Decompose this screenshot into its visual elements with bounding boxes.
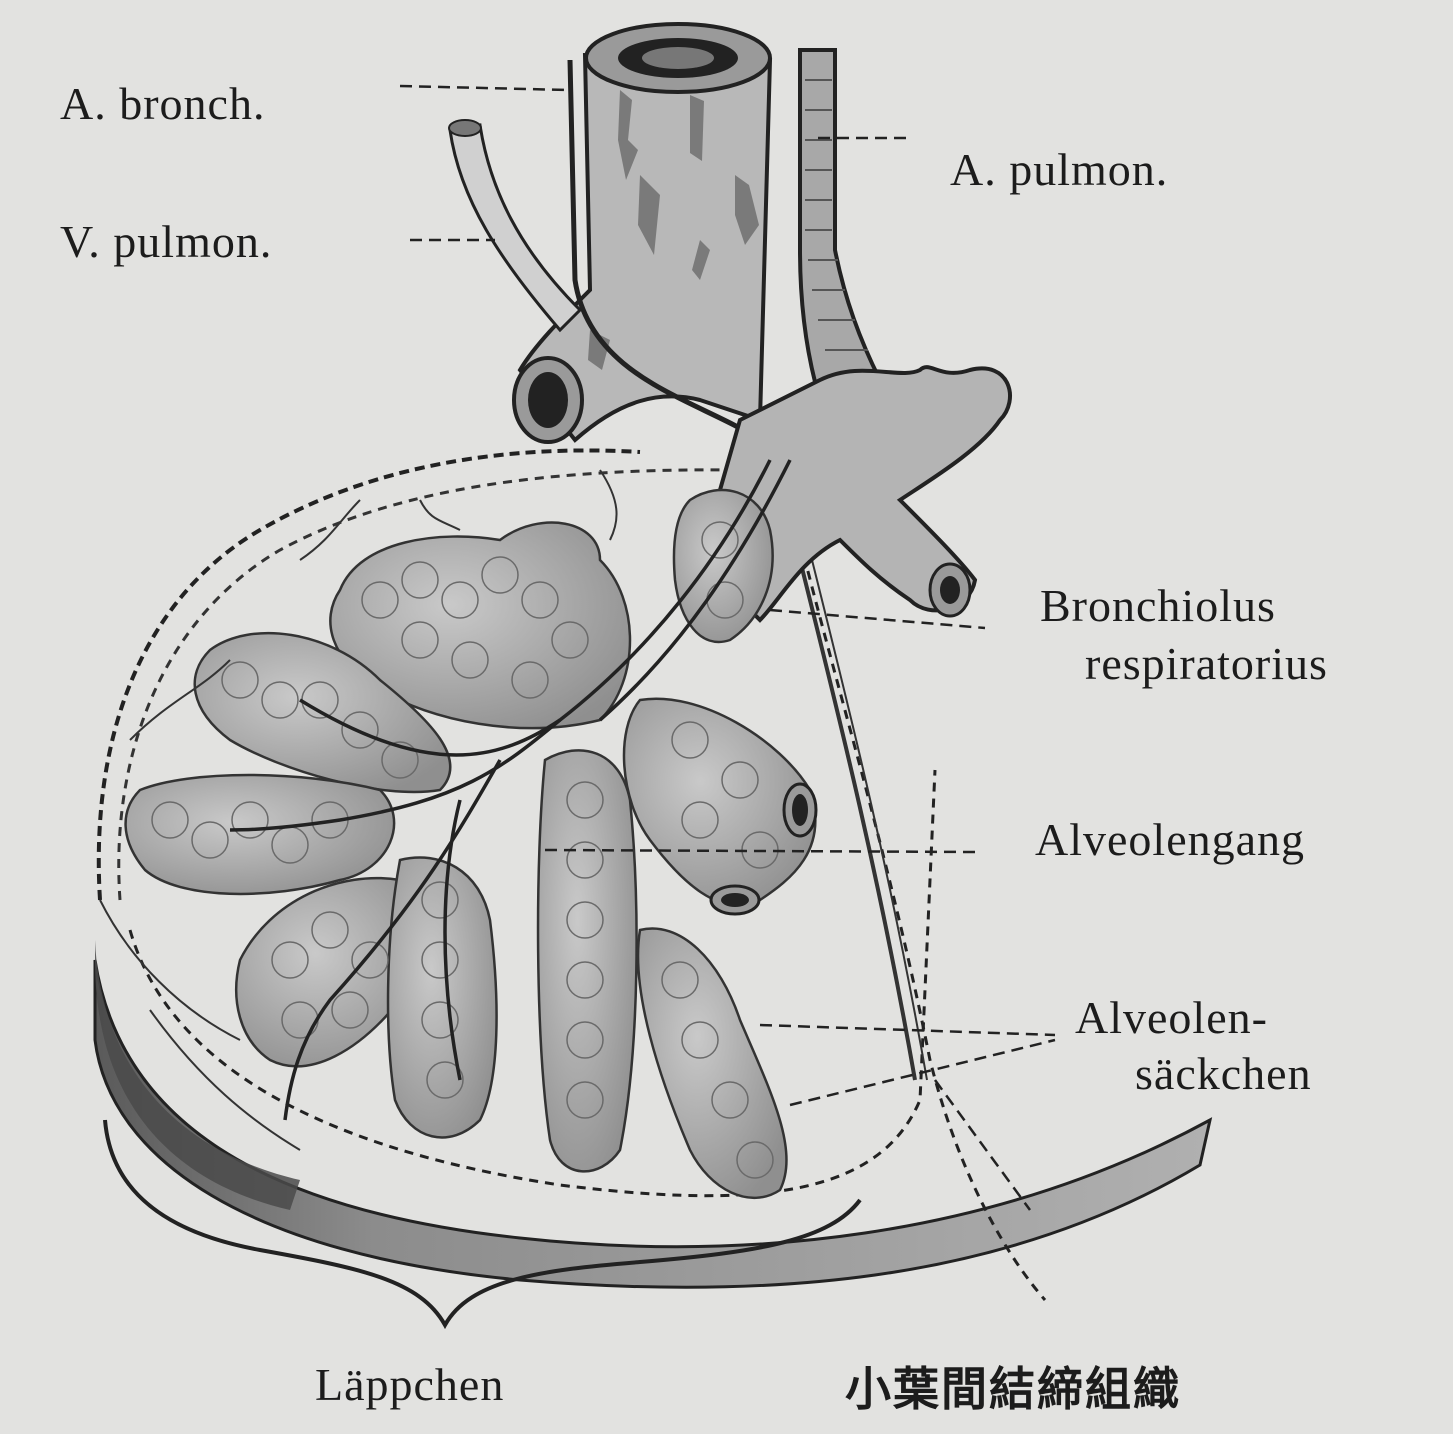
pulmonary-vein bbox=[450, 125, 580, 330]
label-v-pulmon: V. pulmon. bbox=[60, 214, 272, 270]
label-alveolen-line1: Alveolen- bbox=[1075, 990, 1268, 1046]
label-a-pulmon: A. pulmon. bbox=[950, 142, 1168, 198]
alveolar-sac bbox=[638, 928, 786, 1197]
label-a-bronch: A. bronch. bbox=[60, 76, 265, 132]
label-bronchiolus-line1: Bronchiolus bbox=[1040, 578, 1276, 634]
label-interlobular-tissue: 小葉間結締組織 bbox=[845, 1361, 1181, 1417]
pulmonary-vein-septal bbox=[800, 560, 915, 1080]
label-lappchen: Läppchen bbox=[315, 1357, 504, 1413]
label-alveolengang: Alveolengang bbox=[1035, 812, 1305, 868]
leader-interlobular bbox=[935, 1080, 1030, 1210]
right-boundary bbox=[800, 540, 1045, 1300]
leader-a-bronch bbox=[400, 86, 568, 90]
label-bronchiolus-line2: respiratorius bbox=[1085, 636, 1328, 692]
alveolar-sac bbox=[388, 858, 497, 1138]
pulmonary-artery bbox=[800, 50, 880, 400]
alveolar-sac bbox=[538, 750, 637, 1171]
label-alveolen-line2: säckchen bbox=[1135, 1046, 1312, 1102]
